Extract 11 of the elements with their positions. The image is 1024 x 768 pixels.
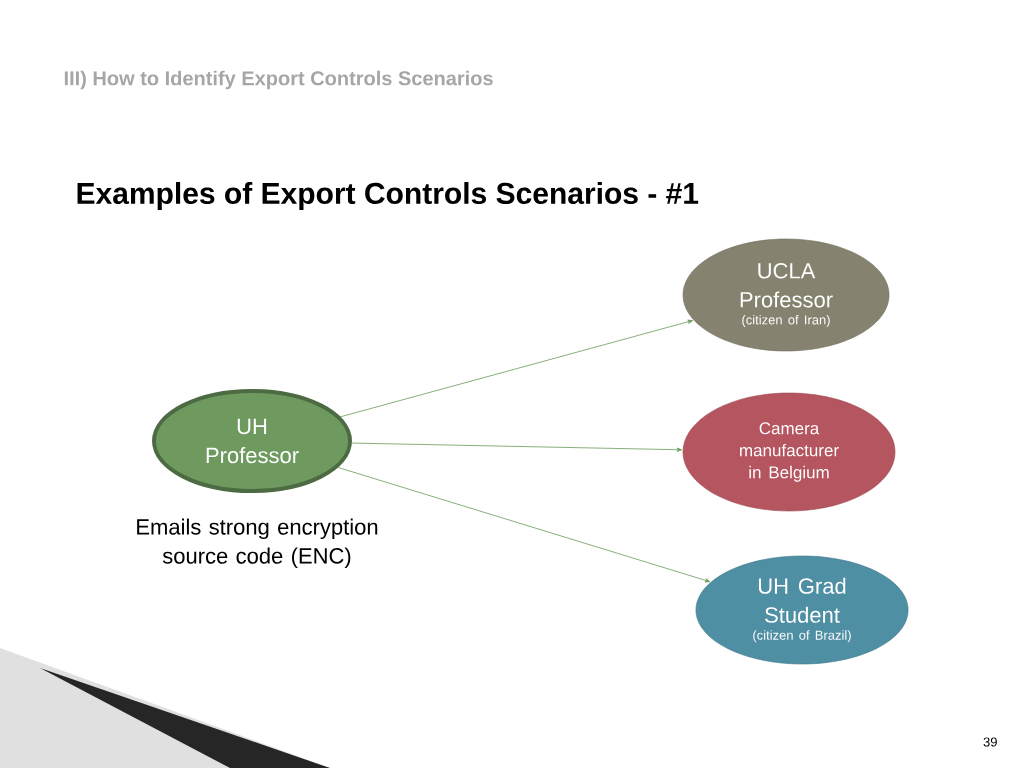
ellipse-node: UCLA Professor (citizen of Iran)	[682, 238, 890, 352]
note-text: Emails strong encryption source code (ENC)	[137, 518, 378, 569]
section-heading: III) How to Identify Export Controls Scenarios	[64, 70, 493, 90]
ellipse-node: UH Grad Student (citizen of Brazil)	[695, 555, 909, 665]
ellipse-node: UH Professor	[152, 389, 352, 493]
arrow	[337, 467, 711, 583]
slide-title: Examples of Export Controls Scenarios - #1	[77, 182, 699, 210]
arrow	[340, 319, 693, 418]
page-number: 39	[983, 737, 997, 747]
arrow	[351, 442, 683, 452]
ellipse-node: Camera manufacturer in Belgium	[682, 392, 896, 512]
